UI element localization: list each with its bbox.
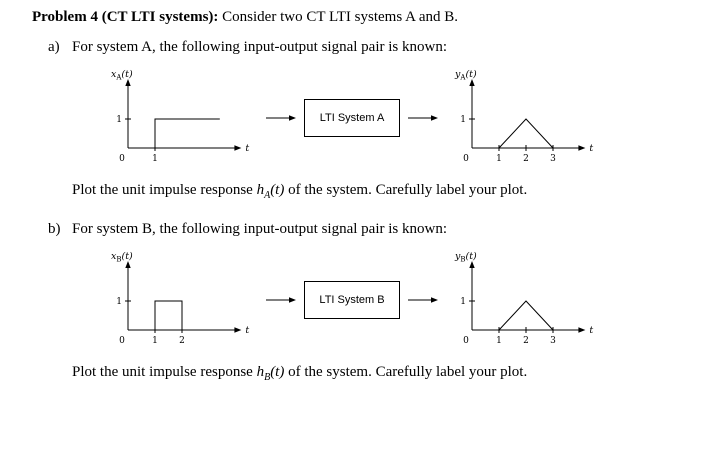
output-signal-plot-b: yB(t) 0 1 2 3 1 t [454,251,593,346]
question-a-post: of the system. Carefully label your plot… [284,182,528,198]
svg-text:3: 3 [550,154,556,164]
right-arrow-icon [266,297,296,303]
svg-text:1: 1 [152,336,158,346]
svg-text:0: 0 [463,154,469,164]
question-a: Plot the unit impulse response hA(t) of … [72,182,672,201]
question-b-post: of the system. Carefully label your plot… [284,364,528,380]
problem-heading-text: Consider two CT LTI systems A and B. [222,9,459,25]
part-b-intro: b) For system B, the following input-outp… [48,221,672,238]
svg-text:2: 2 [523,154,529,164]
math-h-b-base: h [256,364,265,380]
svg-text:1: 1 [152,154,158,164]
svg-text:t: t [245,143,249,154]
svg-text:t: t [589,325,593,336]
problem-sheet: Problem 4 (CT LTI systems): Consider two… [32,9,672,383]
svg-text:1: 1 [460,297,466,307]
output-signal-plot-a: yA(t) 0 1 2 3 1 t [454,69,593,164]
math-h-a-args: (t) [270,182,285,198]
figure-a: xA(t) 0 1 1 t LTI System A yA(t) 0 1 2 3 1 t [32,68,672,168]
math-h-a-sub: A [264,190,271,201]
figure-b: xB(t) 0 1 2 1 t LTI System B yB(t) 0 1 2 3 1 t [32,250,672,350]
part-a-intro: a) For system A, the following input-outp… [48,39,672,56]
part-a-intro-text: For system A, the following input-output… [72,39,447,55]
svg-text:0: 0 [119,336,125,346]
system-box-a: LTI System A [304,99,400,137]
right-arrow-icon [408,115,438,121]
math-h-a-base: h [256,182,265,198]
question-b-pre: Plot the unit impulse response [72,364,257,380]
svg-text:2: 2 [179,336,185,346]
math-h-b-args: (t) [270,364,285,380]
part-a-label: a) [48,39,60,55]
svg-text:yA(t): yA(t) [454,69,477,82]
right-arrow-icon [266,115,296,121]
part-b: b) For system B, the following input-outp… [32,221,672,383]
part-b-intro-text: For system B, the following input-output… [72,221,447,237]
svg-text:1: 1 [496,154,502,164]
system-box-b-label: LTI System B [319,294,385,306]
part-a: a) For system A, the following input-outp… [32,39,672,201]
svg-text:3: 3 [550,336,556,346]
right-arrow-icon [408,297,438,303]
input-signal-plot-b: xB(t) 0 1 2 1 t [111,251,249,346]
system-box-b: LTI System B [304,281,400,319]
svg-text:xA(t): xA(t) [111,69,133,82]
svg-text:1: 1 [116,115,122,125]
svg-text:1: 1 [496,336,502,346]
system-box-a-label: LTI System A [319,112,385,124]
question-b: Plot the unit impulse response hB(t) of … [72,364,672,383]
svg-text:t: t [589,143,593,154]
svg-text:2: 2 [523,336,529,346]
svg-text:1: 1 [460,115,466,125]
input-signal-plot-a: xA(t) 0 1 1 t [111,69,249,164]
svg-text:0: 0 [119,154,125,164]
math-h-a: hA(t) [256,182,285,201]
part-b-label: b) [48,221,61,237]
math-h-b-sub: B [264,372,271,383]
math-h-b: hB(t) [256,364,285,383]
svg-text:0: 0 [463,336,469,346]
svg-text:yB(t): yB(t) [454,251,477,264]
problem-heading: Problem 4 (CT LTI systems): [32,9,219,25]
svg-text:xB(t): xB(t) [111,251,133,264]
problem-title: Problem 4 (CT LTI systems): Consider two… [32,9,672,26]
question-a-pre: Plot the unit impulse response [72,182,257,198]
svg-text:1: 1 [116,297,122,307]
svg-text:t: t [245,325,249,336]
